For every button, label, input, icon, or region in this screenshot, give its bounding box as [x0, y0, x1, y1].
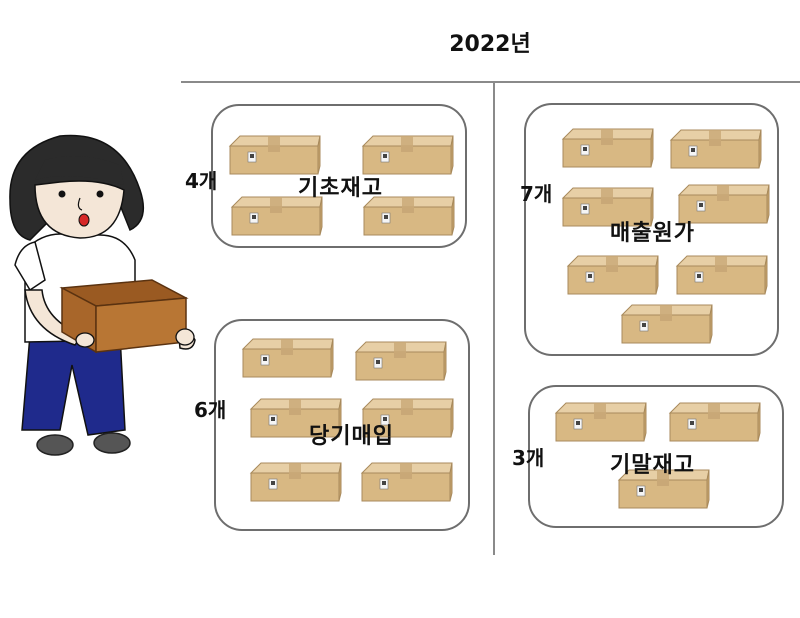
cardboard-box-icon	[562, 128, 654, 168]
cardboard-box-icon	[250, 462, 342, 502]
ending-inventory-count: 3개	[512, 446, 545, 470]
header-divider	[181, 81, 800, 83]
year-title: 2022년	[449, 32, 531, 57]
person-carrying-box-illustration	[9, 134, 196, 456]
cardboard-box-icon	[670, 129, 762, 169]
beginning-inventory-count: 4개	[185, 169, 218, 193]
column-divider	[493, 83, 495, 555]
cardboard-box-icon	[621, 304, 713, 344]
purchases-label: 당기매입	[309, 424, 394, 449]
cardboard-box-icon	[355, 341, 447, 381]
cardboard-box-icon	[361, 462, 453, 502]
beginning-inventory-label: 기초재고	[298, 176, 383, 201]
cogs-label: 매출원가	[610, 221, 695, 246]
cardboard-box-icon	[669, 402, 761, 442]
cardboard-box-icon	[676, 255, 768, 295]
cogs-count: 7개	[520, 182, 553, 206]
cardboard-box-icon	[555, 402, 647, 442]
purchases-count: 6개	[194, 398, 227, 422]
ending-inventory-label: 기말재고	[610, 453, 695, 478]
cardboard-box-icon	[242, 338, 334, 378]
cardboard-box-icon	[567, 255, 659, 295]
